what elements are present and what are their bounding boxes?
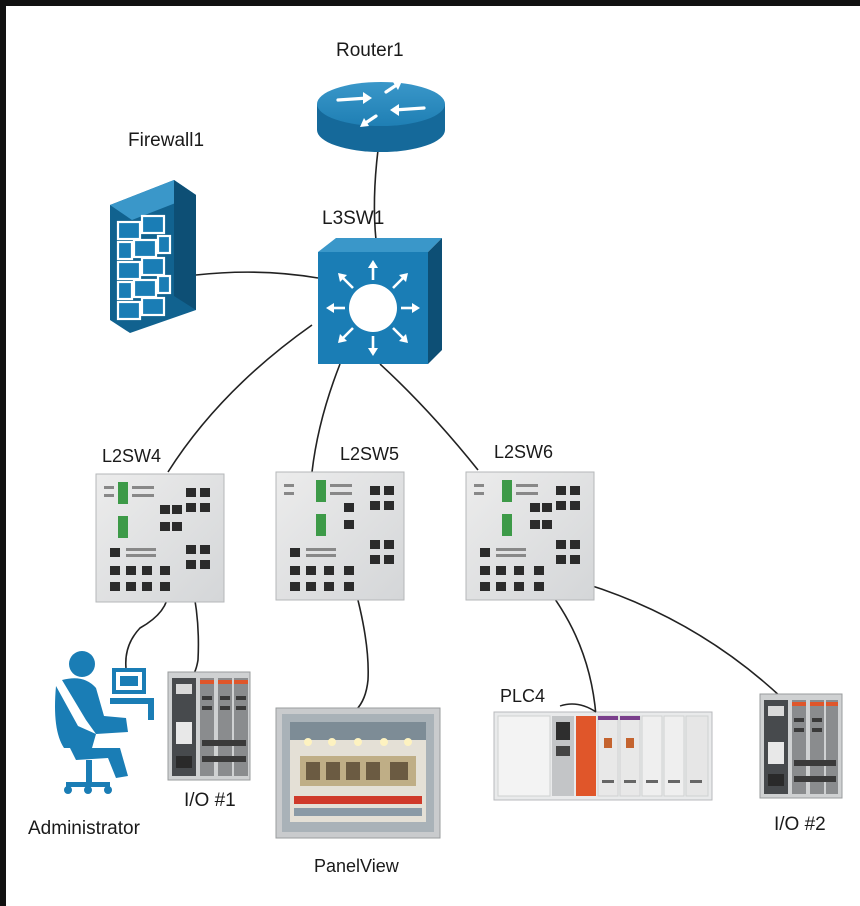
panelview-icon[interactable] xyxy=(275,707,441,839)
link-router1-l3sw1 xyxy=(373,149,379,241)
link-l2sw6-plc4 xyxy=(541,581,597,717)
io1-label: I/O #1 xyxy=(184,790,236,811)
administrator-icon[interactable] xyxy=(55,651,154,794)
plc4-label: PLC4 xyxy=(500,686,545,706)
io2-label: I/O #2 xyxy=(774,814,826,835)
l2sw6-icon[interactable] xyxy=(465,471,595,601)
link-l3sw1-l2sw4 xyxy=(167,324,313,473)
plc4-icon[interactable] xyxy=(493,703,713,801)
l2sw4-label: L2SW4 xyxy=(102,446,161,466)
l2sw6-label: L2SW6 xyxy=(494,442,553,462)
link-l3sw1-l2sw6 xyxy=(379,363,479,471)
l3sw1-label: L3SW1 xyxy=(322,208,384,229)
link-firewall1-l3sw1 xyxy=(195,271,319,279)
firewall1-label: Firewall1 xyxy=(128,130,204,151)
io2-icon[interactable] xyxy=(759,693,843,799)
l2sw5-icon[interactable] xyxy=(275,471,405,601)
router1-label: Router1 xyxy=(336,40,404,61)
io1-icon[interactable] xyxy=(167,671,251,781)
router1-icon[interactable] xyxy=(317,81,445,152)
l2sw5-label: L2SW5 xyxy=(340,444,399,464)
firewall1-icon[interactable] xyxy=(110,180,196,333)
link-l2sw6-io2 xyxy=(565,577,783,699)
link-l3sw1-l2sw5 xyxy=(311,363,341,473)
panelview-label: PanelView xyxy=(314,856,400,876)
l3sw1-icon[interactable] xyxy=(318,238,442,364)
l2sw4-icon[interactable] xyxy=(95,473,225,603)
link-l2sw5-panelview xyxy=(351,577,369,711)
administrator-label: Administrator xyxy=(28,818,141,839)
links xyxy=(124,149,783,717)
